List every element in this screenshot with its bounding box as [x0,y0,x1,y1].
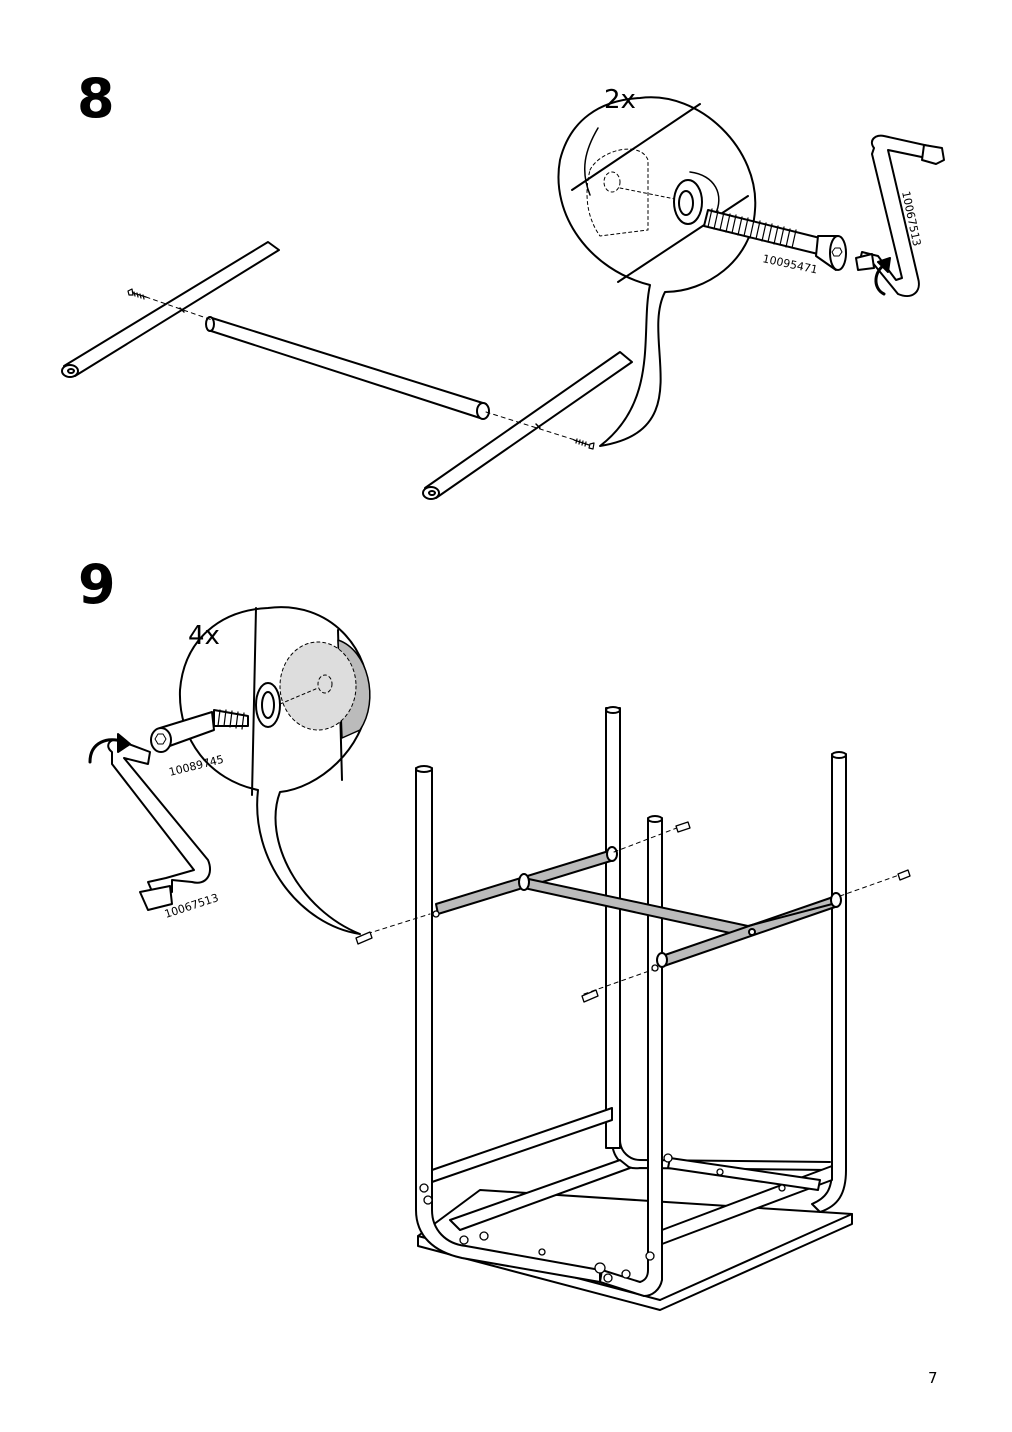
screw-left [127,288,147,300]
leg-back-center [605,706,621,1149]
page-number: 7 [928,1369,938,1387]
dowel-part-number: 10089745 [168,753,225,779]
dowels-step-9 [355,821,911,1003]
leg-front-right [599,815,663,1297]
upper-rails [435,849,841,967]
allen-key-step-9 [107,738,211,911]
step-9-illustration: 4x 10089745 10067513 [88,606,911,1311]
screw-right [573,438,595,450]
step-9-detail-callout: 4x 10089745 10067513 [88,606,371,935]
left-side-rail [61,241,280,378]
step-8-detail-callout: 2x 10095471 10067513 [557,85,945,447]
table-frame [355,706,911,1311]
bolt-10095471 [703,208,847,271]
step-9-quantity: 4x [188,621,220,651]
step-8-number: 8 [77,67,115,130]
dowel-10089745 [150,709,249,753]
cross-rail [205,316,490,420]
bolt-part-number: 10095471 [761,252,818,276]
step-8-illustration: 2x 10095471 10067513 [61,85,945,500]
step-9-number: 9 [78,553,116,616]
step-8-quantity: 2x [604,85,636,115]
allen-key-10067513 [855,134,945,297]
right-side-rail [422,351,633,500]
leg-back-right [811,751,847,1213]
